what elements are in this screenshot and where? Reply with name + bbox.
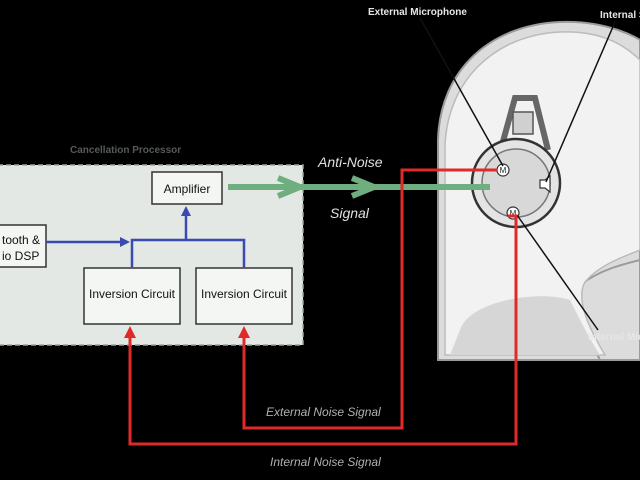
audio-signal-wires xyxy=(46,214,246,268)
internal-noise-arrowhead xyxy=(124,326,136,338)
external-noise-signal-label: External Noise Signal xyxy=(266,405,381,419)
label-pointers xyxy=(419,17,616,331)
amplifier-box xyxy=(151,171,223,205)
bluetooth-dsp-label-line2: io DSP xyxy=(2,249,39,263)
amplifier-arrowhead xyxy=(181,206,191,216)
inversion-circuit-right-label: Inversion Circuit xyxy=(201,287,288,301)
mic-marker-top-text: M xyxy=(500,166,507,175)
headband-slider xyxy=(512,111,534,135)
internal-speaker-pointer xyxy=(545,21,616,183)
internal-noise-signal-label: Internal Noise Signal xyxy=(270,455,381,469)
external-microphone-pointer xyxy=(419,17,504,167)
anti-noise-label-line2: Signal xyxy=(330,205,370,221)
bluetooth-dsp-label-line1: tooth & xyxy=(2,233,40,247)
internal-speaker-label: Internal S xyxy=(600,10,640,21)
amplifier-label: Amplifier xyxy=(164,182,211,196)
cancellation-processor-label: Cancellation Processor xyxy=(70,145,181,156)
external-microphone-label: External Microphone xyxy=(368,7,467,18)
external-noise-arrowhead xyxy=(238,326,250,338)
noise-signal-wires xyxy=(128,168,518,446)
internal-microphone-label: Internal Mic xyxy=(588,332,640,343)
dsp-arrowhead xyxy=(120,237,130,247)
headband xyxy=(499,95,551,151)
inversion-circuit-left-label: Inversion Circuit xyxy=(89,287,176,301)
head-shadow xyxy=(450,296,600,355)
bluetooth-dsp-box xyxy=(0,224,47,268)
anti-noise-label-line1: Anti-Noise xyxy=(317,154,383,170)
anti-noise-arrow xyxy=(228,175,490,199)
mic-marker-bottom-text: M xyxy=(510,209,517,218)
internal-microphone-pointer xyxy=(516,214,599,331)
